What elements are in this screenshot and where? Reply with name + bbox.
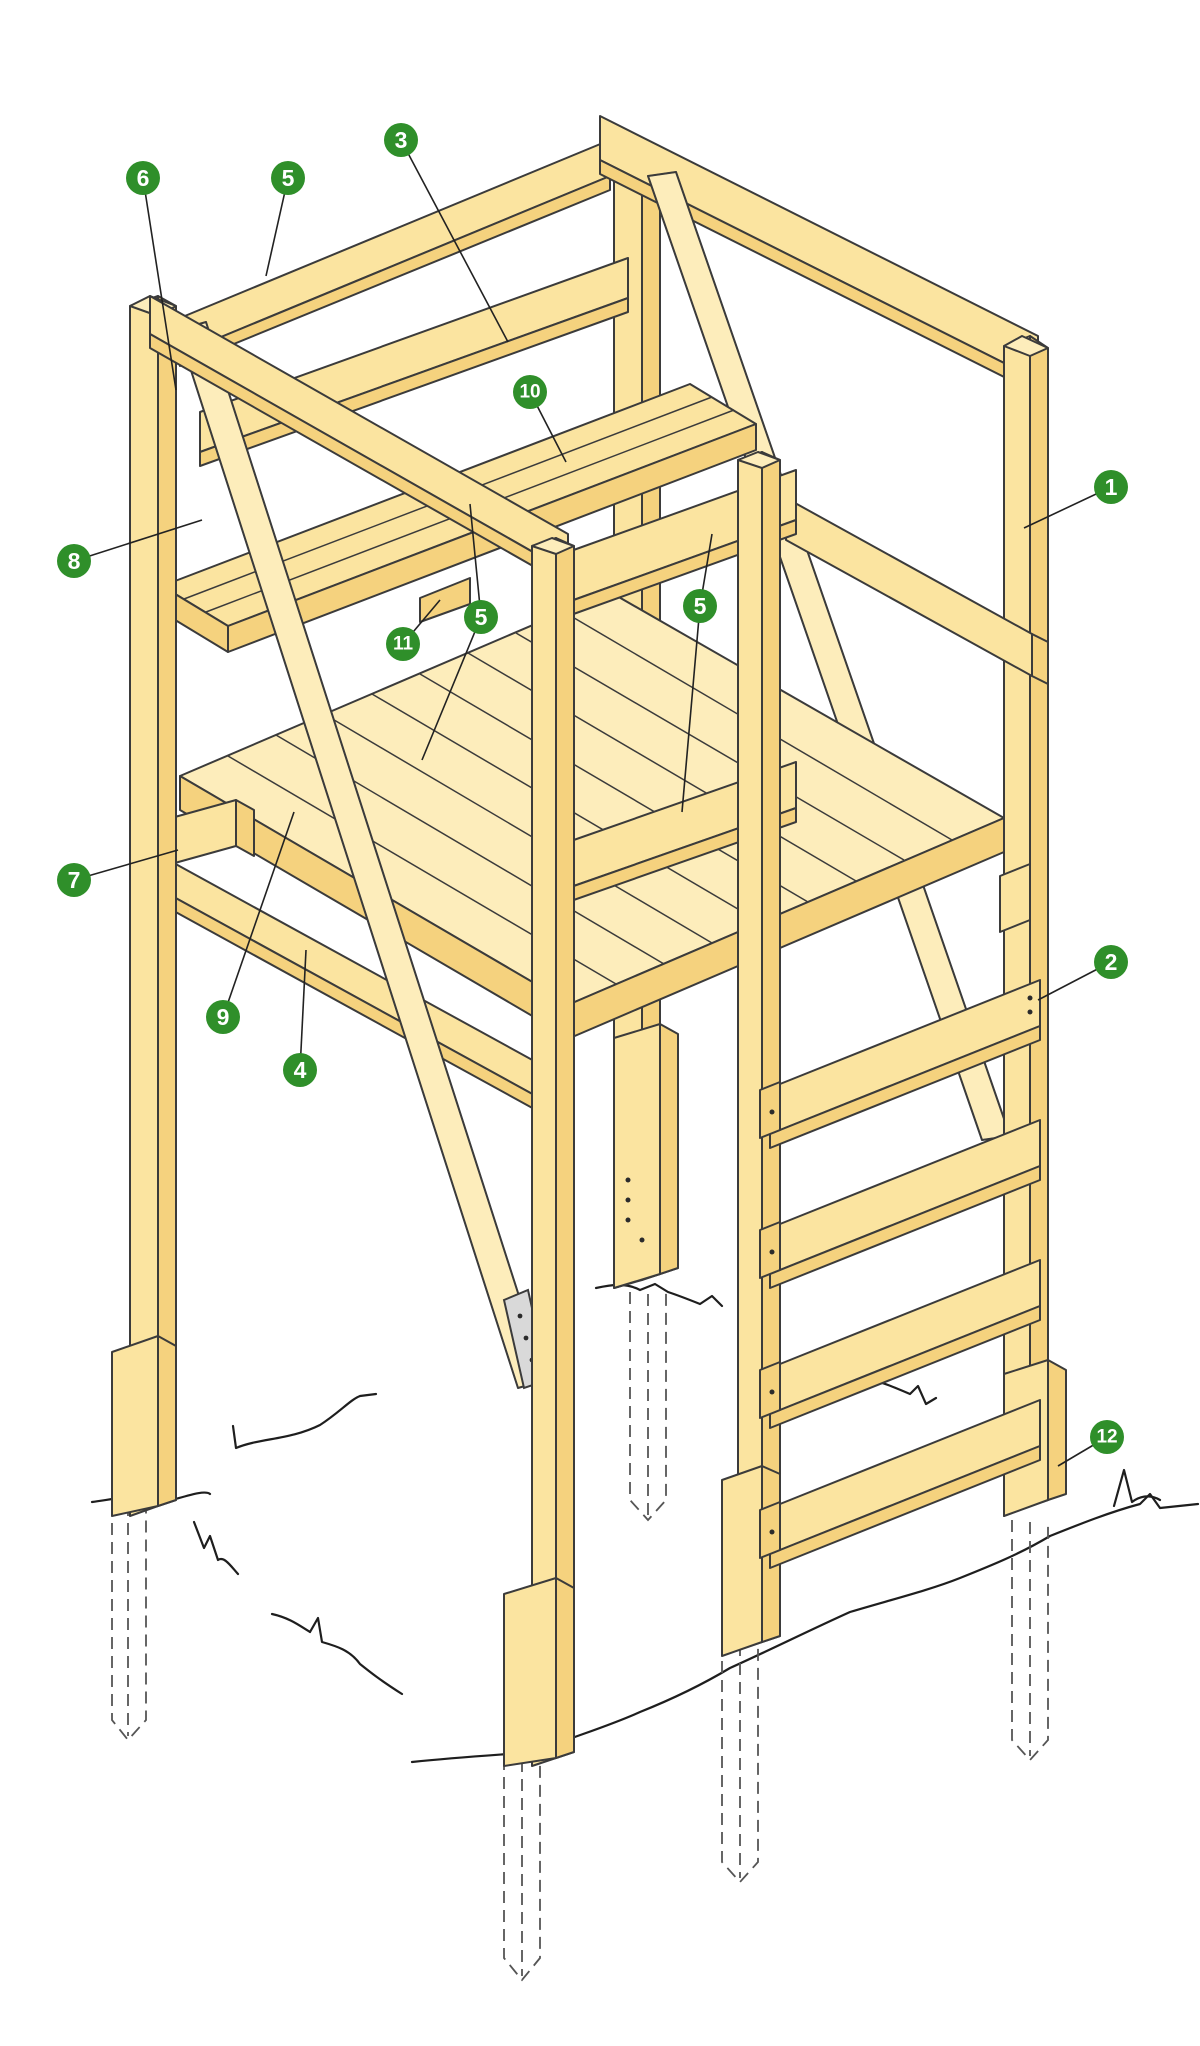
callout-5-right-label: 5	[694, 593, 707, 619]
callout-5-right: 5	[683, 589, 717, 623]
callout-1: 1	[1094, 470, 1128, 504]
callout-5-centre: 5	[464, 600, 498, 634]
callout-7-label: 7	[68, 867, 81, 893]
callout-5-top: 5	[271, 161, 305, 195]
left-post	[111, 295, 177, 1517]
callout-5-top-label: 5	[282, 165, 295, 191]
ladder-posts	[721, 451, 781, 1657]
callout-10-label: 10	[519, 382, 540, 403]
callout-2-label: 2	[1105, 949, 1118, 975]
callout-7: 7	[57, 863, 91, 897]
callout-4-label: 4	[294, 1057, 307, 1083]
callout-12-label: 12	[1096, 1427, 1117, 1448]
callout-9-label: 9	[217, 1004, 230, 1030]
callout-8: 8	[57, 544, 91, 578]
front-centre-post	[503, 537, 575, 1767]
callout-6: 6	[126, 161, 160, 195]
callout-12: 12	[1090, 1420, 1124, 1454]
callout-11: 11	[386, 627, 420, 661]
callout-8-label: 8	[68, 548, 81, 574]
centre-back-post	[613, 1023, 679, 1289]
callout-1-label: 1	[1105, 474, 1118, 500]
ladder-rungs	[759, 979, 1041, 1569]
callout-5-centre-label: 5	[475, 604, 488, 630]
callout-10: 10	[513, 375, 547, 409]
callout-3-label: 3	[395, 127, 408, 153]
buried-posts	[111, 1292, 1049, 1982]
callout-2: 2	[1094, 945, 1128, 979]
callout-4: 4	[283, 1053, 317, 1087]
callout-11-label: 11	[393, 634, 414, 655]
callout-6-label: 6	[137, 165, 150, 191]
callout-3: 3	[384, 123, 418, 157]
callout-9: 9	[206, 1000, 240, 1034]
